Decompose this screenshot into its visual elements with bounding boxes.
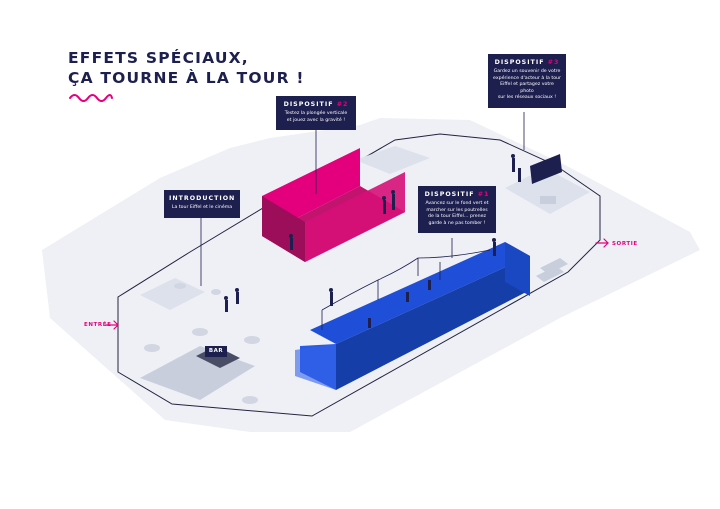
callout-body: Gardez un souvenir de votre expérience d… (493, 69, 561, 102)
visitors-group (289, 190, 395, 250)
stairs (536, 258, 568, 282)
callout-body: Testez la plongée verticale et jouez ave… (281, 111, 351, 124)
callout-body-line: La tour Eiffel et le cinéma (171, 205, 233, 210)
callout-body: La tour Eiffel et le cinéma (169, 205, 235, 212)
callout-heading: DISPOSITIF #2 (283, 101, 349, 108)
dispositif-3-zone (505, 154, 590, 214)
dispositif-2-platform (262, 148, 405, 262)
title-line-1: EFFETS SPÉCIAUX, (68, 49, 249, 67)
callout-heading: DISPOSITIF #3 (494, 59, 560, 66)
sortie-label: SORTIE (612, 241, 638, 247)
cafe-tables (144, 283, 260, 404)
callout-body-line: Eiffel et partagez votre photo (500, 82, 554, 94)
exit-arrow-icon (595, 238, 609, 248)
squiggle-decoration-icon (69, 94, 113, 102)
title-line-2: ÇA TOURNE À LA TOUR ! (68, 69, 305, 87)
callout-body-line: et jouez avec la gravité ! (286, 117, 346, 123)
callout-body: Avancez sur le fond vert et marcher sur … (423, 201, 491, 227)
entree-label: ENTRÉE (84, 322, 112, 328)
callout-body-line: Testez la plongée verticale (284, 111, 348, 116)
visitors-group (329, 238, 496, 328)
callout-dispositif-1: DISPOSITIF #1 Avancez sur le fond vert e… (418, 186, 496, 234)
callout-heading: INTRODUCTION (169, 195, 236, 202)
callout-body-line: Avancez sur le fond vert et (425, 201, 489, 206)
callout-body-line: sur les réseaux sociaux ! (497, 95, 557, 101)
page-title: EFFETS SPÉCIAUX, ÇA TOURNE À LA TOUR ! (68, 48, 305, 88)
callout-body-line: expérience d'acteur à la tour (493, 75, 561, 81)
entry-arrow-icon (105, 320, 119, 330)
callout-body-line: de la tour Eiffel… prenez (428, 214, 486, 220)
callout-dispositif-3: DISPOSITIF #3 Gardez un souvenir de votr… (488, 54, 566, 108)
dispositif-1-platform (295, 242, 530, 390)
bar-label: BAR (205, 346, 227, 357)
callout-heading: DISPOSITIF #1 (424, 191, 490, 198)
callout-body-line: marcher sur les poutrelles (426, 207, 488, 213)
floor-zone (140, 278, 205, 310)
callout-leader-lines (200, 112, 525, 286)
callout-body-line: garde à ne pas tomber ! (428, 220, 486, 226)
floor-zone (355, 146, 430, 174)
visitors-group (224, 288, 239, 312)
barrier-rope (321, 249, 491, 330)
callout-body-line: Gardez un souvenir de votre (493, 69, 561, 74)
callout-introduction: INTRODUCTION La tour Eiffel et le cinéma (164, 190, 240, 218)
callout-dispositif-2: DISPOSITIF #2 Testez la plongée vertical… (276, 96, 356, 131)
